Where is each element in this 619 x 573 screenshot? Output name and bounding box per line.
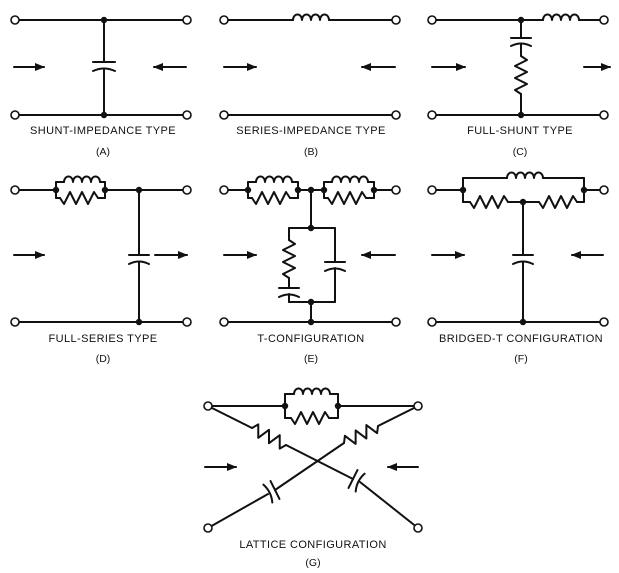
terminal-icon bbox=[10, 15, 20, 25]
panel-g: LATTICE CONFIGURATION (G) bbox=[203, 387, 423, 569]
resistor-icon bbox=[251, 191, 291, 205]
panel-letter: (B) bbox=[304, 146, 318, 158]
panel-caption: SHUNT-IMPEDANCE TYPE bbox=[30, 125, 176, 137]
panel-caption: T-CONFIGURATION bbox=[257, 333, 364, 345]
parallel-lr-branch bbox=[244, 175, 302, 205]
capacitor-icon bbox=[262, 480, 281, 504]
capacitor-icon bbox=[347, 469, 366, 493]
resistor-icon bbox=[251, 423, 287, 450]
terminal-icon bbox=[599, 110, 609, 120]
inductor-icon bbox=[542, 13, 580, 21]
terminal-icon bbox=[599, 185, 609, 195]
inductor-icon bbox=[255, 175, 293, 183]
circuit-b bbox=[219, 13, 401, 120]
panel-c: FULL-SHUNT TYPE (C) bbox=[427, 13, 611, 158]
terminal-icon bbox=[413, 401, 423, 411]
terminal-icon bbox=[219, 185, 229, 195]
terminal-icon bbox=[182, 110, 192, 120]
capacitor-icon bbox=[92, 61, 116, 72]
terminal-icon bbox=[391, 317, 401, 327]
terminal-icon bbox=[413, 523, 423, 533]
circuit-g bbox=[203, 387, 423, 533]
inductor-icon bbox=[63, 175, 101, 183]
terminal-icon bbox=[10, 185, 20, 195]
circuit-d bbox=[10, 175, 192, 327]
inductor-icon bbox=[292, 13, 330, 21]
resistor-icon bbox=[290, 411, 330, 425]
panel-letter: (C) bbox=[513, 146, 528, 158]
panel-f: BRIDGED-T CONFIGURATION (F) bbox=[427, 171, 609, 365]
terminal-icon bbox=[219, 15, 229, 25]
resistor-icon bbox=[514, 55, 528, 95]
panel-letter: (D) bbox=[96, 353, 111, 365]
panel-d: FULL-SERIES TYPE (D) bbox=[10, 175, 192, 365]
inductor-icon bbox=[293, 387, 331, 395]
terminal-icon bbox=[599, 15, 609, 25]
terminal-icon bbox=[427, 15, 437, 25]
parallel-lr-branch bbox=[320, 175, 378, 205]
terminal-icon bbox=[182, 317, 192, 327]
terminal-icon bbox=[599, 317, 609, 327]
terminal-icon bbox=[391, 185, 401, 195]
panel-letter: (E) bbox=[304, 353, 318, 365]
panel-b: SERIES-IMPEDANCE TYPE (B) bbox=[219, 13, 401, 158]
terminal-icon bbox=[391, 110, 401, 120]
inductor-icon bbox=[506, 171, 544, 179]
resistor-icon bbox=[538, 195, 578, 209]
panel-letter: (G) bbox=[305, 557, 320, 569]
panel-letter: (F) bbox=[514, 353, 527, 365]
terminal-icon bbox=[10, 110, 20, 120]
panel-caption: FULL-SHUNT TYPE bbox=[467, 125, 573, 137]
terminal-icon bbox=[427, 185, 437, 195]
terminal-icon bbox=[427, 317, 437, 327]
panel-caption: SERIES-IMPEDANCE TYPE bbox=[236, 125, 385, 137]
resistor-icon bbox=[469, 195, 509, 209]
inductor-icon bbox=[331, 175, 369, 183]
resistor-icon bbox=[327, 191, 367, 205]
terminal-icon bbox=[391, 15, 401, 25]
circuit-e bbox=[219, 175, 401, 327]
parallel-lr-branch bbox=[52, 175, 109, 205]
terminal-icon bbox=[203, 401, 213, 411]
circuit-a bbox=[10, 15, 192, 120]
resistor-icon bbox=[59, 191, 99, 205]
circuit-f bbox=[427, 171, 609, 327]
terminal-icon bbox=[427, 110, 437, 120]
panel-caption: LATTICE CONFIGURATION bbox=[239, 539, 386, 551]
panel-e: T-CONFIGURATION (E) bbox=[219, 175, 401, 365]
parallel-lr-branch bbox=[281, 387, 342, 425]
circuit-c bbox=[427, 13, 611, 120]
terminal-icon bbox=[10, 317, 20, 327]
resistor-icon bbox=[282, 239, 296, 279]
resistor-icon bbox=[343, 424, 379, 445]
terminal-icon bbox=[182, 15, 192, 25]
panel-a: SHUNT-IMPEDANCE TYPE (A) bbox=[10, 15, 192, 158]
terminal-icon bbox=[182, 185, 192, 195]
terminal-icon bbox=[203, 523, 213, 533]
panel-caption: BRIDGED-T CONFIGURATION bbox=[439, 333, 603, 345]
panel-letter: (A) bbox=[96, 146, 110, 158]
terminal-icon bbox=[219, 110, 229, 120]
terminal-icon bbox=[219, 317, 229, 327]
panel-caption: FULL-SERIES TYPE bbox=[49, 333, 158, 345]
